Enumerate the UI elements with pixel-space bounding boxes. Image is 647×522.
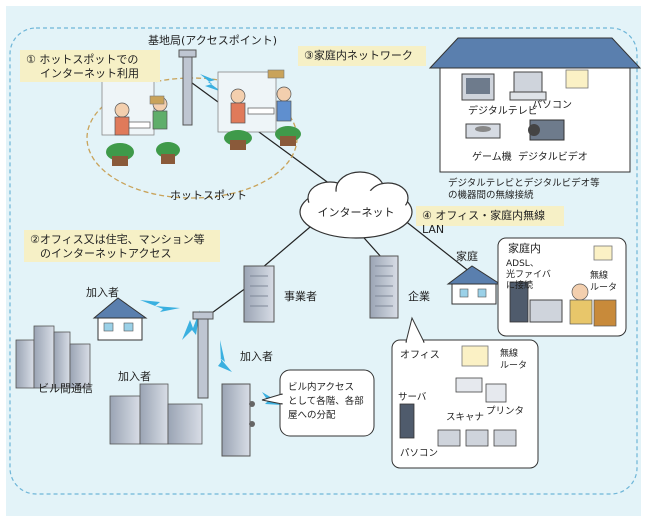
building-access-callout	[261, 369, 375, 437]
business-label: 事業者	[284, 290, 317, 303]
home-inset-panel	[497, 237, 627, 337]
home-inset-conn-3: に接続	[506, 279, 533, 291]
company-label: 企業	[408, 289, 430, 303]
home-inset-conn-1: ADSL、	[506, 259, 539, 269]
subscriber-label-2: 加入者	[118, 370, 151, 383]
device-label-pc: パソコン	[532, 99, 572, 111]
internet-label: インターネット	[318, 206, 395, 219]
game-console-icon	[465, 123, 501, 139]
home-inset-router-1: 無線	[590, 269, 608, 281]
digital-video-camera-icon	[528, 119, 565, 141]
dashed-region-border	[9, 27, 638, 495]
home-network-title-box: ③家庭内ネットワーク	[298, 46, 426, 66]
office-home-access-line-2: のインターネットアクセス	[40, 247, 172, 261]
building-access-line-3: 屋への分配	[288, 410, 336, 421]
business-building	[243, 265, 275, 323]
hotspot-label: ホットスポット	[170, 189, 247, 202]
office-inset-router-2: ルータ	[500, 360, 527, 371]
home-inset-title: 家庭内	[508, 241, 541, 255]
building-access-line-2: として各階、各部	[288, 395, 364, 407]
digital-tv-icon	[461, 73, 495, 101]
home-house-icon	[446, 265, 502, 305]
home-network-caption-1: デジタルテレビとデジタルビデオ等	[448, 177, 600, 189]
building-comm-label: ビル間通信	[38, 382, 93, 395]
cafe-scene-right	[217, 69, 301, 150]
base-station-label: 基地局(アクセスポイント)	[148, 34, 277, 47]
office-inset-printer: プリンタ	[486, 406, 524, 417]
building-access-line-1: ビル内アクセス	[288, 381, 354, 393]
device-label-digital-video: デジタルビデオ	[518, 150, 588, 163]
subscriber-label-3: 加入者	[240, 350, 273, 363]
hotspot-title-box: ① ホットスポットでの インターネット利用	[20, 50, 160, 82]
company-building	[369, 255, 399, 319]
home-network-caption-2: の機器間の無線接続	[448, 189, 534, 201]
device-label-digital-tv: デジタルテレビ	[468, 104, 538, 117]
office-inset-router-1: 無線	[500, 347, 518, 359]
wireless-router-icon	[565, 69, 589, 89]
hotspot-title-line-1: ① ホットスポットでの	[26, 53, 139, 66]
home-label: 家庭	[456, 249, 478, 263]
office-inset-server: サーバ	[398, 392, 427, 403]
base-station-antenna	[178, 49, 197, 126]
office-lan-title-box: ④ オフィス・家庭内無線LAN	[416, 206, 564, 236]
relay-antenna	[192, 311, 214, 399]
pc-icon	[509, 71, 547, 101]
subscriber-building	[221, 383, 255, 457]
office-home-access-line-1: ②オフィス又は住宅、マンション等	[30, 233, 205, 246]
office-home-access-box: ②オフィス又は住宅、マンション等 のインターネットアクセス	[24, 230, 220, 262]
office-inset-panel	[391, 316, 539, 469]
home-network-title: ③家庭内ネットワーク	[304, 49, 413, 62]
office-inset-pc: パソコン	[400, 448, 438, 459]
device-label-game-console: ゲーム機	[472, 150, 512, 163]
home-inset-conn-2: 光ファイバ	[506, 268, 551, 280]
left-building-cluster	[15, 325, 91, 389]
office-inset-scanner: スキャナ	[446, 412, 484, 423]
hotspot-title-line-2: インターネット利用	[40, 67, 139, 81]
office-lan-title: ④ オフィス・家庭内無線LAN	[422, 209, 546, 237]
center-building-cluster	[109, 383, 203, 445]
subscriber-label-1: 加入者	[86, 286, 119, 299]
home-inset-router-2: ルータ	[590, 282, 617, 293]
office-inset-title: オフィス	[400, 349, 440, 361]
subscriber-house	[92, 297, 148, 341]
